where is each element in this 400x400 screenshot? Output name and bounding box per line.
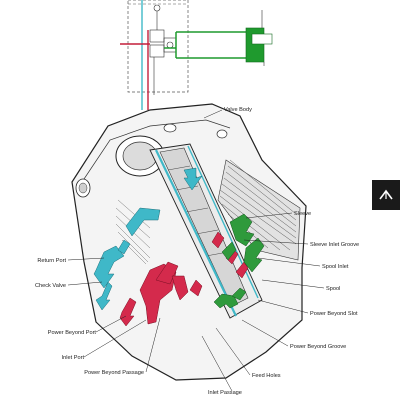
- label-valve-body: Valve Body: [224, 107, 252, 113]
- hydraulic-schematic: [120, 0, 273, 110]
- label-inlet-passage: Inlet Passage: [208, 390, 242, 396]
- label-spool: Spool: [326, 286, 340, 292]
- label-sleeve-inlet-groove: Sleeve Inlet Groove: [310, 242, 359, 248]
- valve-body-cutaway: [71, 103, 307, 381]
- power-beyond-flow: [213, 213, 265, 309]
- callout-labels: Valve Body Sleeve Sleeve Inlet Groove Sp…: [35, 107, 359, 396]
- label-spool-inlet: Spool Inlet: [322, 264, 349, 270]
- return-flow: [93, 167, 203, 311]
- inlet-flow: [119, 231, 249, 327]
- label-power-beyond-slot: Power Beyond Slot: [310, 311, 358, 317]
- label-power-beyond-passage: Power Beyond Passage: [84, 370, 144, 376]
- label-power-beyond-groove: Power Beyond Groove: [290, 344, 346, 350]
- nav-button[interactable]: [372, 180, 400, 210]
- label-return-port: Return Port: [37, 258, 66, 264]
- label-check-valve: Check Valve: [35, 283, 66, 289]
- label-power-beyond-port: Power Beyond Port: [48, 330, 97, 336]
- chevron-up-icon: [379, 189, 393, 200]
- leader-lines: [67, 109, 325, 392]
- label-feed-holes: Feed Holes: [252, 373, 281, 379]
- label-inlet-port: Inlet Port: [62, 355, 85, 361]
- label-sleeve: Sleeve: [294, 211, 311, 217]
